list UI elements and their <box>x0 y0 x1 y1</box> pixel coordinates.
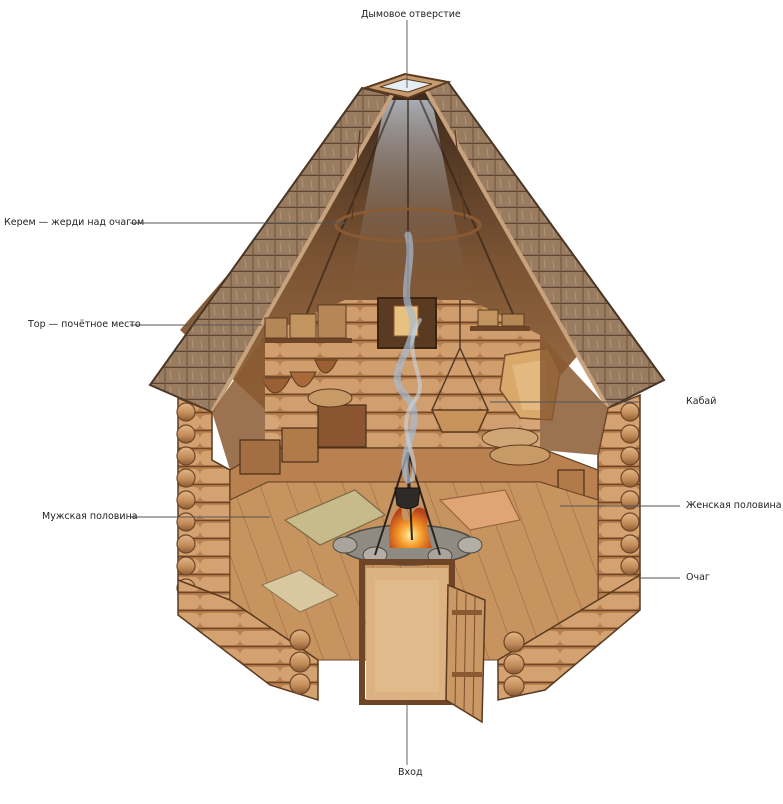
label-hearth: Очаг <box>686 572 710 583</box>
label-entrance: Вход <box>398 767 423 778</box>
label-kabai: Кабай <box>686 396 717 407</box>
label-tor: Тор — почётное место <box>28 319 141 330</box>
label-womens-half: Женская половина <box>686 500 782 511</box>
label-mens-half: Мужская половина <box>42 511 138 522</box>
front-walls <box>177 559 641 724</box>
leader-lines <box>130 20 680 765</box>
label-smoke-hole: Дымовое отверстие <box>361 9 461 20</box>
kabai-cradle <box>430 409 490 433</box>
benches-and-chests <box>229 300 599 597</box>
smoke <box>393 231 418 484</box>
log-walls <box>176 335 641 602</box>
label-kerem: Керем — жерди над очагом <box>4 217 145 228</box>
